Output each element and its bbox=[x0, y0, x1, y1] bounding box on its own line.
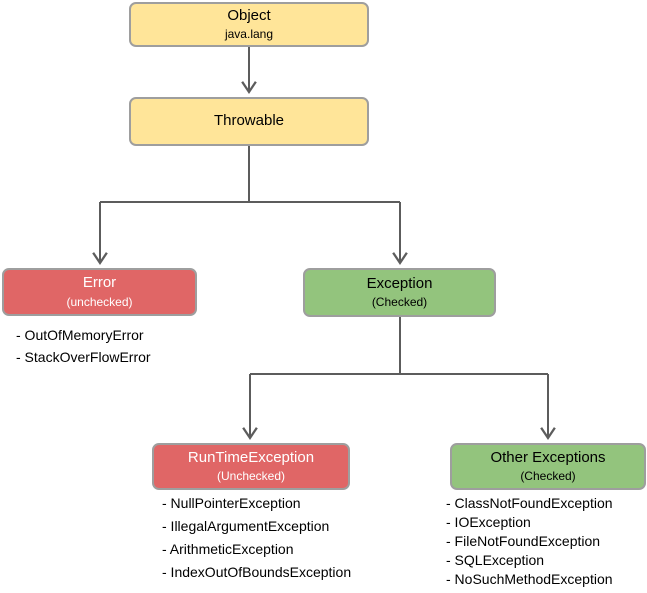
other-list-item: - SQLException bbox=[446, 552, 545, 568]
node-error-label: Error bbox=[82, 274, 117, 292]
node-exception-sublabel: (Checked) bbox=[371, 295, 428, 310]
runtime-list-item: - IllegalArgumentException bbox=[162, 518, 330, 534]
node-throwable: Throwable bbox=[129, 97, 369, 146]
edge-exception-trunk bbox=[250, 317, 548, 375]
other-list-item: - NoSuchMethodException bbox=[446, 571, 613, 587]
other-list-item: - IOException bbox=[446, 514, 531, 530]
other-subclass-list: - ClassNotFoundException - IOException -… bbox=[446, 494, 613, 589]
node-exception: Exception (Checked) bbox=[303, 268, 496, 317]
node-other-exceptions: Other Exceptions (Checked) bbox=[450, 443, 646, 490]
node-error: Error (unchecked) bbox=[2, 268, 197, 316]
node-other-exceptions-sublabel: (Checked) bbox=[520, 469, 576, 484]
node-object-label: Object bbox=[227, 6, 271, 24]
node-error-sublabel: (unchecked) bbox=[66, 294, 133, 309]
runtime-list-item: - NullPointerException bbox=[162, 495, 301, 511]
runtime-subclass-list: - NullPointerException - IllegalArgument… bbox=[162, 492, 351, 584]
node-runtime-exception: RunTimeException (Unchecked) bbox=[152, 443, 350, 490]
node-runtime-exception-label: RunTimeException bbox=[187, 448, 315, 466]
runtime-list-item: - ArithmeticException bbox=[162, 541, 294, 557]
node-throwable-label: Throwable bbox=[213, 112, 285, 130]
node-object: Object java.lang bbox=[129, 2, 369, 47]
other-list-item: - FileNotFoundException bbox=[446, 533, 601, 549]
node-object-sublabel: java.lang bbox=[224, 27, 274, 42]
edge-throwable-trunk bbox=[100, 146, 400, 203]
other-list-item: - ClassNotFoundException bbox=[446, 495, 613, 511]
runtime-list-item: - IndexOutOfBoundsException bbox=[162, 564, 352, 580]
error-list-item: - OutOfMemoryError bbox=[16, 327, 144, 343]
node-exception-label: Exception bbox=[366, 274, 433, 292]
node-other-exceptions-label: Other Exceptions bbox=[490, 448, 606, 466]
error-subclass-list: - OutOfMemoryError - StackOverFlowError bbox=[16, 324, 151, 368]
node-runtime-exception-sublabel: (Unchecked) bbox=[216, 469, 286, 484]
error-list-item: - StackOverFlowError bbox=[16, 349, 151, 365]
